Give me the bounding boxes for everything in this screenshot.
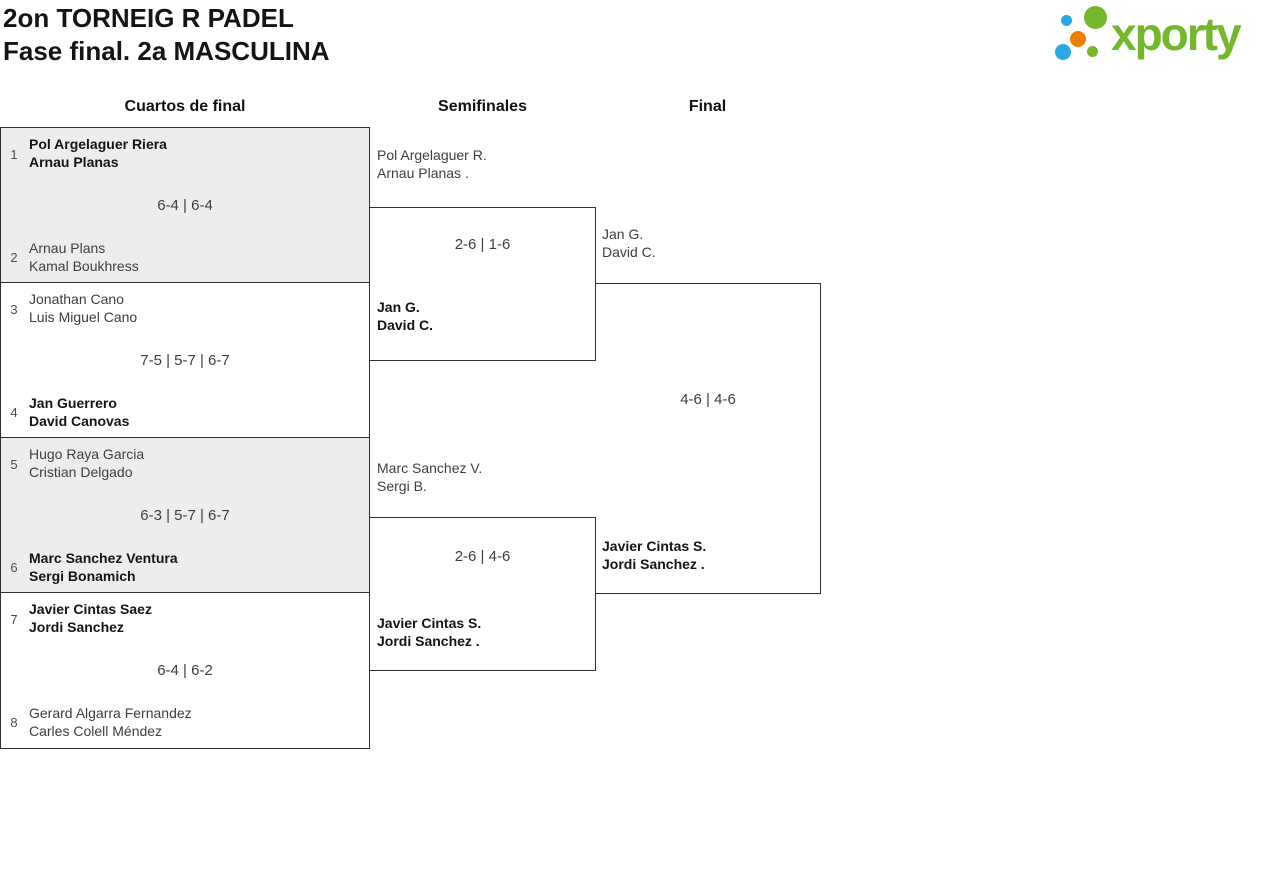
match-score: 6-3 | 5-7 | 6-7 xyxy=(140,507,230,524)
seed-number: 8 xyxy=(10,715,18,730)
logo-wordmark: xporty xyxy=(1111,8,1242,60)
page-title-line2: Fase final. 2a MASCULINA xyxy=(3,36,330,66)
seed-number: 3 xyxy=(10,302,18,317)
logo-dot-blue-small-icon xyxy=(1061,15,1072,26)
match-score: 2-6 | 4-6 xyxy=(454,548,511,565)
seed-number: 5 xyxy=(10,457,18,472)
match-quarterfinal-1[interactable]: 1 Pol Argelaguer Riera Arnau Planas 6-4 … xyxy=(1,128,369,283)
seed-number: 6 xyxy=(10,560,18,575)
seed-number: 2 xyxy=(10,250,18,265)
match-quarterfinal-3[interactable]: 5 Hugo Raya Garcia Cristian Delgado 6-3 … xyxy=(1,438,369,593)
round-header-semifinales: Semifinales xyxy=(438,98,527,115)
round-header-cuartos: Cuartos de final xyxy=(124,98,246,115)
match-score: 2-6 | 1-6 xyxy=(454,236,511,253)
logo-dot-blue-medium-icon xyxy=(1055,44,1071,60)
match-quarterfinal-4[interactable]: 7 Javier Cintas Saez Jordi Sanchez 6-4 |… xyxy=(1,593,369,748)
match-final[interactable] xyxy=(595,283,821,594)
team-name: Jan G. David C. xyxy=(377,299,434,333)
page-title: 2on TORNEIG R PADEL Fase final. 2a MASCU… xyxy=(3,2,330,68)
match-score: 6-4 | 6-4 xyxy=(157,197,213,214)
logo-dot-green-small-icon xyxy=(1087,46,1098,57)
page-title-line1: 2on TORNEIG R PADEL xyxy=(3,3,294,33)
team-name: Gerard Algarra Fernandez Carles Colell M… xyxy=(29,705,192,739)
team-name: Jan Guerrero David Canovas xyxy=(29,395,130,429)
match-quarterfinal-2[interactable]: 3 Jonathan Cano Luis Miguel Cano 7-5 | 5… xyxy=(1,283,369,438)
team-name: Jan G. David C. xyxy=(602,226,656,260)
team-name: Javier Cintas S. Jordi Sanchez . xyxy=(602,538,707,572)
quarterfinals-column: 1 Pol Argelaguer Riera Arnau Planas 6-4 … xyxy=(0,127,370,749)
team-name: Javier Cintas S. Jordi Sanchez . xyxy=(377,615,482,649)
seed-number: 4 xyxy=(10,405,18,420)
team-name: Marc Sanchez Ventura Sergi Bonamich xyxy=(29,550,178,584)
match-score: 6-4 | 6-2 xyxy=(157,662,213,679)
team-name: Hugo Raya Garcia Cristian Delgado xyxy=(29,446,145,480)
team-name: Jonathan Cano Luis Miguel Cano xyxy=(29,291,138,325)
round-header-final: Final xyxy=(688,98,727,115)
match-score: 7-5 | 5-7 | 6-7 xyxy=(140,352,230,369)
match-semifinal-1[interactable] xyxy=(369,207,596,361)
logo-dot-orange-icon xyxy=(1070,31,1086,47)
team-name: Pol Argelaguer R. Arnau Planas . xyxy=(377,147,487,181)
team-name: Pol Argelaguer Riera Arnau Planas xyxy=(29,136,167,170)
team-name: Arnau Plans Kamal Boukhress xyxy=(29,240,139,274)
seed-number: 1 xyxy=(10,147,18,162)
logo-dot-green-large-icon xyxy=(1084,6,1107,29)
seed-number: 7 xyxy=(10,612,18,627)
match-semifinal-2[interactable] xyxy=(369,517,596,671)
match-score: 4-6 | 4-6 xyxy=(680,391,736,408)
team-name: Marc Sanchez V. Sergi B. xyxy=(377,460,483,494)
team-name: Javier Cintas Saez Jordi Sanchez xyxy=(29,601,152,635)
